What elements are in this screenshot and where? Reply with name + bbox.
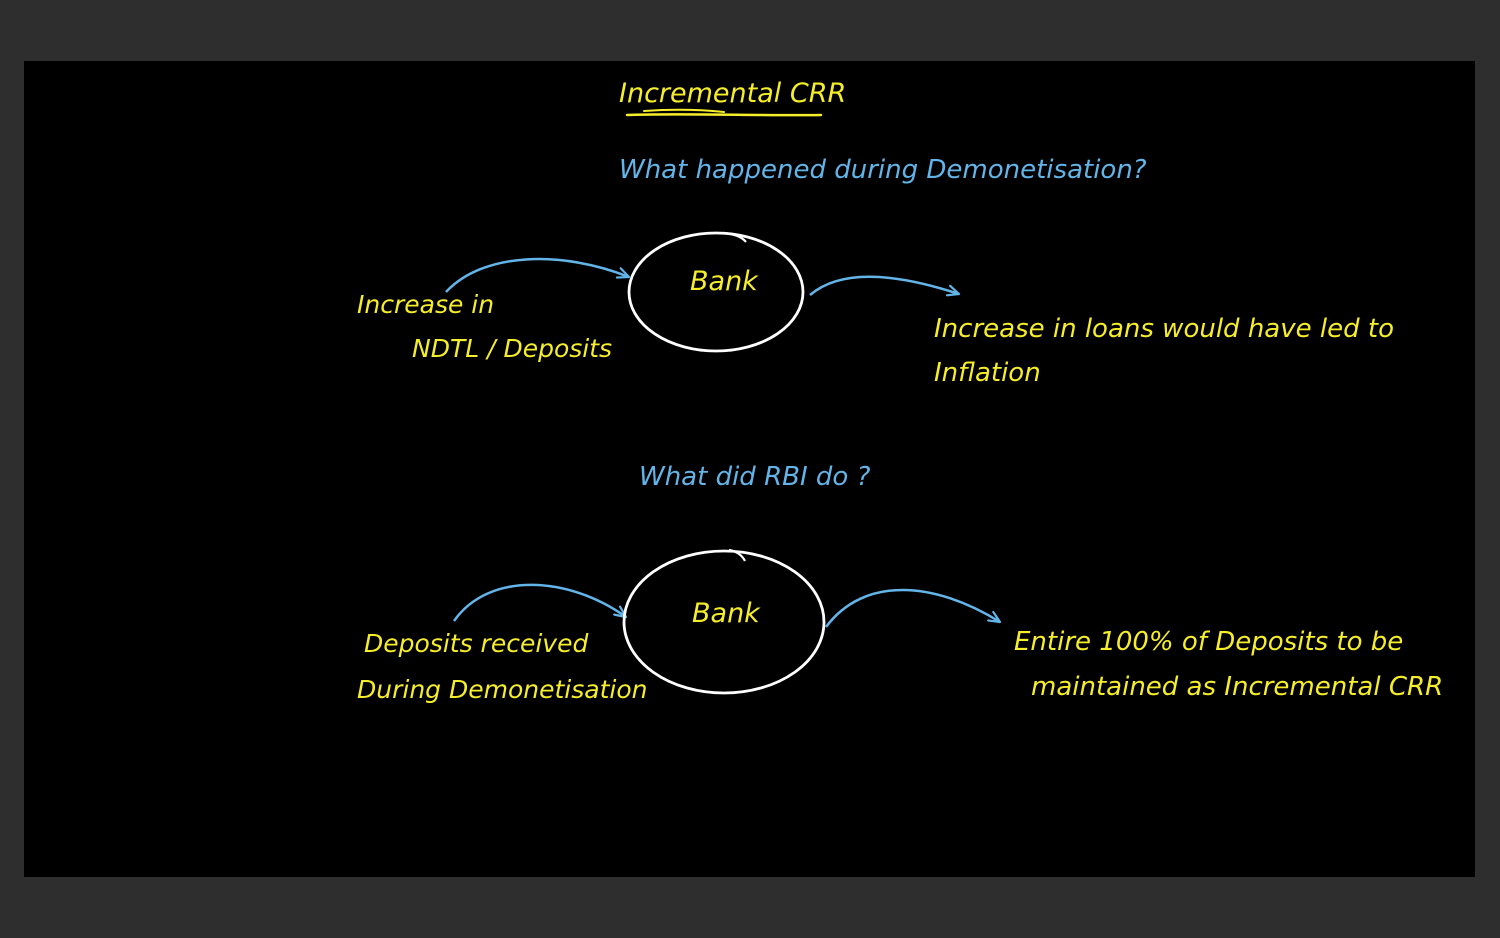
diagram2-output-line1: Entire 100% of Deposits to be <box>1014 627 1403 657</box>
diagram1-output-line2: Inflation <box>934 358 1041 388</box>
diagram2-output-line2: maintained as Incremental CRR <box>1031 672 1443 702</box>
diagram1-output-arrow <box>809 275 959 295</box>
diagram1-bank-node-overlap <box>723 231 747 243</box>
diagram1-bank-node <box>627 231 805 353</box>
title-underline <box>625 113 823 117</box>
title-underline-accent <box>643 108 725 113</box>
diagram1-input-line2: NDTL / Deposits <box>412 334 612 363</box>
diagram2-output-arrow <box>824 588 1000 628</box>
question-demonetisation: What happened during Demonetisation? <box>619 155 1147 185</box>
diagram2-bank-node <box>622 549 826 695</box>
diagram2-input-arrow <box>452 583 626 622</box>
diagram1-output-line1: Increase in loans would have led to <box>934 314 1394 344</box>
diagram2-bank-label: Bank <box>692 598 761 629</box>
question-rbi-action: What did RBI do ? <box>639 462 871 492</box>
diagram2-input-line2: During Demonetisation <box>357 675 647 704</box>
diagram1-bank-label: Bank <box>690 266 759 297</box>
diagram1-input-line1: Increase in <box>357 290 494 319</box>
whiteboard-canvas: Incremental CRR What happened during Dem… <box>24 61 1475 877</box>
diagram2-bank-node-overlap <box>728 548 746 562</box>
diagram1-input-arrow <box>445 257 629 293</box>
diagram-svg: Incremental CRR What happened during Dem… <box>357 78 1443 704</box>
diagram2-input-line1: Deposits received <box>364 629 588 658</box>
page-title: Incremental CRR <box>619 78 846 109</box>
